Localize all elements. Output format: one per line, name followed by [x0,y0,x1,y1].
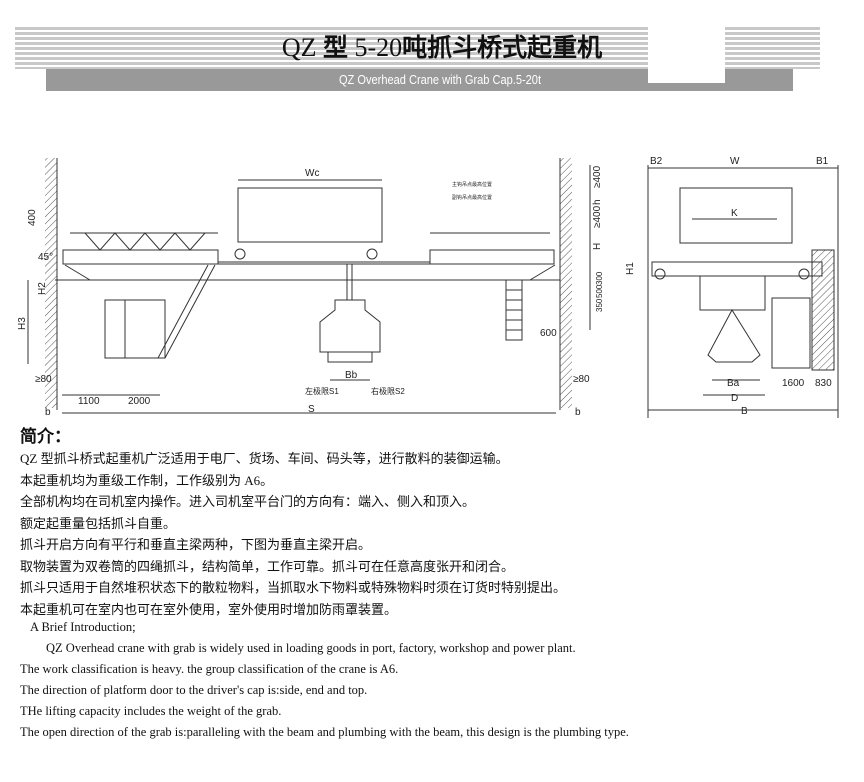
intro-cn-heading: 简介： [20,427,71,447]
side-view [647,165,839,418]
intro-cn-line: 额定起重量包括抓斗自重。 [20,515,177,531]
intro-en-line: THe lifting capacity includes the weight… [20,704,282,718]
crane-drawing: Wc 主钩吊点最高位置 副钩吊点最高位置 ≥400 h ≥400 H 400 4… [17,156,839,418]
subtitle-bar [46,69,793,91]
label-W: W [730,156,740,167]
label-K: K [731,208,738,219]
side-cab [771,297,811,369]
intro-en: A Brief Introduction; QZ Overhead crane … [20,617,860,743]
label-H: H [592,243,603,250]
label-45: 45° [38,252,53,263]
intro-cn-line: QZ 型抓斗桥式起重机广泛适用于电厂、货场、车间、码头等，进行散料的装御运输。 [20,451,509,466]
intro-en-line: QZ Overhead crane with grab is widely us… [46,641,576,655]
label-1600: 1600 [782,378,805,389]
label-B: B [741,406,748,417]
intro-cn-line: 本起重机均为重级工作制，工作级别为 A6。 [20,472,274,488]
side-trolley [679,187,793,244]
label-H1: H1 [625,262,636,275]
intro-cn-line: 抓斗开启方向有平行和垂直主梁两种，下图为垂直主梁开启。 [20,537,372,552]
grab-front [319,299,381,353]
trolley [237,187,383,243]
label-B1: B1 [816,156,829,167]
intro-en-line: The work classification is heavy. the gr… [20,662,399,676]
label-gt80-right: ≥80 [573,374,590,385]
title-prefix: QZ [281,33,317,62]
label-gt400-top: ≥400 [592,165,603,188]
intro-cn-line: 抓斗只适用于自然堆积状态下的散粒物料，当抓取水下物料或特殊物料时须在订货时特别提… [20,580,567,595]
front-view [27,158,591,414]
label-2000: 2000 [128,396,151,407]
label-S1: 左极限S1 [305,386,339,396]
title-range: 5-20 [354,33,403,62]
label-350: 350 [595,298,604,312]
header-stripes-left [15,27,648,69]
label-500: 500 [595,284,604,298]
label-Bb: Bb [345,370,358,381]
label-D: D [731,393,738,404]
girder-right [429,249,555,265]
label-note2: 副钩吊点最高位置 [452,194,492,201]
label-b-right: b [575,407,581,418]
intro-cn-line: 取物装置为双卷筒的四绳抓斗，结构简单，工作可靠。抓斗可在任意高度张开和闭合。 [20,558,515,574]
label-400: 400 [27,209,38,226]
intro-en-heading: A Brief Introduction; [30,620,136,634]
label-300: 300 [595,271,604,285]
label-Ba: Ba [727,378,740,389]
wall-left [45,158,57,408]
grab-side [707,309,761,363]
intro-cn: 简介： QZ 型抓斗桥式起重机广泛适用于电厂、货场、车间、码头等，进行散料的装御… [20,426,860,620]
label-h: h [592,199,603,205]
header-stripes-right [725,27,820,69]
intro-en-line: The direction of platform door to the dr… [20,683,368,697]
page-subtitle: QZ Overhead Crane with Grab Cap.5-20t [338,72,542,87]
label-B2: B2 [650,156,663,167]
label-note1: 主钩吊点最高位置 [452,181,492,188]
title-type: 型 [322,33,348,62]
driver-cab [104,299,166,359]
label-H3: H3 [17,317,28,330]
label-S2: 右极限S2 [371,386,405,396]
label-b-left: b [45,407,51,418]
label-H2: H2 [37,282,48,295]
header-notch [648,27,725,83]
wall-right [560,158,572,408]
page-title: QZ 型 5-20吨抓斗桥式起重机 [0,30,864,66]
intro-en-line: The open direction of the grab is:parall… [20,725,629,739]
label-830: 830 [815,378,832,389]
label-gt400: ≥400 [592,205,603,228]
title-cn: 吨抓斗桥式起重机 [402,33,603,62]
label-gt80-left: ≥80 [35,374,52,385]
label-600: 600 [540,328,557,339]
label-S: S [308,404,315,415]
girder-left [62,249,219,265]
intro-cn-line: 全部机构均在司机室内操作。进入司机室平台门的方向有：端入、侧入和顶入。 [20,494,476,509]
intro-cn-line: 本起重机可在室内也可在室外使用，室外使用时增加防雨罩装置。 [20,601,398,617]
label-1100: 1100 [78,396,100,407]
label-wc: Wc [305,168,319,179]
